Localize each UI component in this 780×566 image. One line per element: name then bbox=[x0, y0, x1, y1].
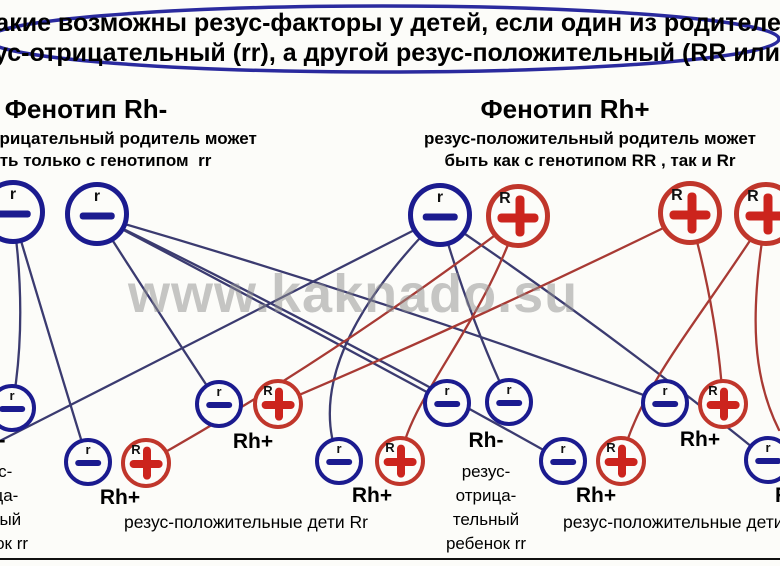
title-block: Какие возможны резус-факторы у детей, ес… bbox=[0, 8, 780, 68]
child-c4-circle-r-1: r bbox=[423, 379, 471, 427]
allele-letter: R bbox=[131, 442, 141, 457]
allele-letter: r bbox=[85, 442, 91, 457]
caption-line: ребенок rr bbox=[445, 534, 527, 553]
line-r bbox=[95, 214, 667, 405]
allele-letter: r bbox=[436, 189, 444, 206]
caption-line: тельный bbox=[0, 510, 22, 529]
line-R bbox=[619, 214, 768, 463]
phenotype-positive-desc-line-1: резус-положительный родитель может bbox=[424, 129, 756, 148]
rh-label-left-cut: Rh- bbox=[0, 429, 138, 453]
allele-letter: R bbox=[606, 440, 616, 455]
rh-label-c4: Rh- bbox=[468, 429, 504, 452]
allele-letter: r bbox=[9, 186, 17, 203]
allele-letter: r bbox=[662, 383, 668, 398]
allele-letter: r bbox=[336, 441, 342, 456]
child-c7-circle-r: r bbox=[744, 436, 780, 484]
line-r bbox=[11, 212, 90, 464]
phenotype-negative-desc-line-1: резус-отрицательный родитель может bbox=[0, 129, 257, 148]
line-r bbox=[328, 215, 442, 463]
child-c4-circle-r-2: r bbox=[485, 378, 533, 426]
allele-letter: r bbox=[216, 384, 222, 399]
child-c5-circle-R: R bbox=[596, 436, 646, 486]
phenotype-positive-desc-line-2: быть как с генотипом RR , так и Rr bbox=[444, 151, 736, 170]
phenotype-positive-desc: резус-положительный родитель может быть … bbox=[340, 128, 780, 172]
allele-letter: R bbox=[385, 440, 395, 455]
rh-label-c3: Rh+ bbox=[351, 484, 393, 507]
title-ellipse-outline bbox=[0, 4, 780, 74]
rh-label-c2: Rh+ bbox=[232, 430, 274, 453]
rh-label-c6: Rh+ bbox=[679, 428, 721, 451]
child-c3-circle-R: R bbox=[375, 436, 425, 486]
child-c6-circle-r: r bbox=[641, 379, 689, 427]
child-c1-circle-R: R bbox=[121, 438, 171, 488]
title-line-2: резус-отрицательный (rr), а другой резус… bbox=[0, 39, 780, 67]
rh-label-c5: Rh+ bbox=[575, 484, 617, 507]
bottom-border-line bbox=[0, 558, 780, 560]
allele-letter: r bbox=[506, 382, 512, 397]
allele-letter: r bbox=[765, 440, 771, 455]
title-line-1: Какие возможны резус-факторы у детей, ес… bbox=[0, 9, 780, 37]
child-c1-circle-r: r bbox=[64, 438, 112, 486]
line-R bbox=[754, 214, 780, 432]
allele-letter: r bbox=[560, 441, 566, 456]
child-c2-circle-R: R bbox=[253, 379, 303, 429]
rh-label-c1: Rh+ bbox=[99, 486, 141, 509]
watermark-text: www.kaknado.su bbox=[128, 264, 579, 324]
caption-line: резус- bbox=[0, 462, 13, 481]
child-c6-circle-R: R bbox=[698, 379, 748, 429]
allele-letter: R bbox=[747, 188, 759, 205]
child-c5-circle-r: r bbox=[539, 437, 587, 485]
caption-line: ребенок rr bbox=[0, 534, 29, 553]
parent-Rr-allele-circle-r: r bbox=[408, 183, 472, 247]
line-R bbox=[144, 216, 520, 465]
child-c3-circle-r: r bbox=[315, 437, 363, 485]
caption-line: резус- bbox=[461, 462, 511, 481]
rh-label-c7: Rh+ bbox=[775, 484, 780, 508]
allele-letter: r bbox=[444, 383, 450, 398]
line-r bbox=[95, 214, 449, 405]
parent-Rr-allele-circle-R: R bbox=[486, 184, 550, 248]
line-r bbox=[0, 215, 442, 443]
caption-positive-children-right: резус-положительные дети Rr bbox=[563, 512, 780, 532]
allele-letter: R bbox=[671, 187, 683, 204]
caption-line: отрица- bbox=[0, 486, 19, 505]
parent-RR-allele-circle-R-2: R bbox=[734, 182, 780, 246]
phenotype-negative-desc: резус-отрицательный родитель может быть … bbox=[0, 128, 343, 172]
allele-letter: r bbox=[9, 388, 15, 403]
caption-positive-children-left: резус-положительные дети Rr bbox=[124, 512, 368, 532]
child-c2-circle-r: r bbox=[195, 380, 243, 428]
line-R bbox=[276, 213, 692, 406]
phenotype-positive-heading: Фенотип Rh+ bbox=[480, 94, 650, 124]
caption-line: отрица- bbox=[455, 486, 517, 505]
caption-negative-left-cut: Rh- резус- отрица- тельный ребенок rr bbox=[0, 429, 138, 556]
line-r bbox=[95, 214, 565, 463]
allele-letter: r bbox=[93, 188, 101, 205]
phenotype-negative-desc-line-2: быть только с генотипом rr bbox=[0, 151, 212, 170]
caption-negative-middle: Rh- резус- отрица- тельный ребенок rr bbox=[336, 429, 636, 556]
allele-letter: R bbox=[499, 190, 511, 207]
parent-rr-allele-circle-r-2: r bbox=[65, 182, 129, 246]
allele-letter: R bbox=[263, 383, 273, 398]
parent-RR-allele-circle-R-1: R bbox=[658, 181, 722, 245]
caption-line: тельный bbox=[452, 510, 520, 529]
phenotype-negative-heading: Фенотип Rh- bbox=[4, 94, 168, 124]
allele-letter: R bbox=[708, 383, 718, 398]
